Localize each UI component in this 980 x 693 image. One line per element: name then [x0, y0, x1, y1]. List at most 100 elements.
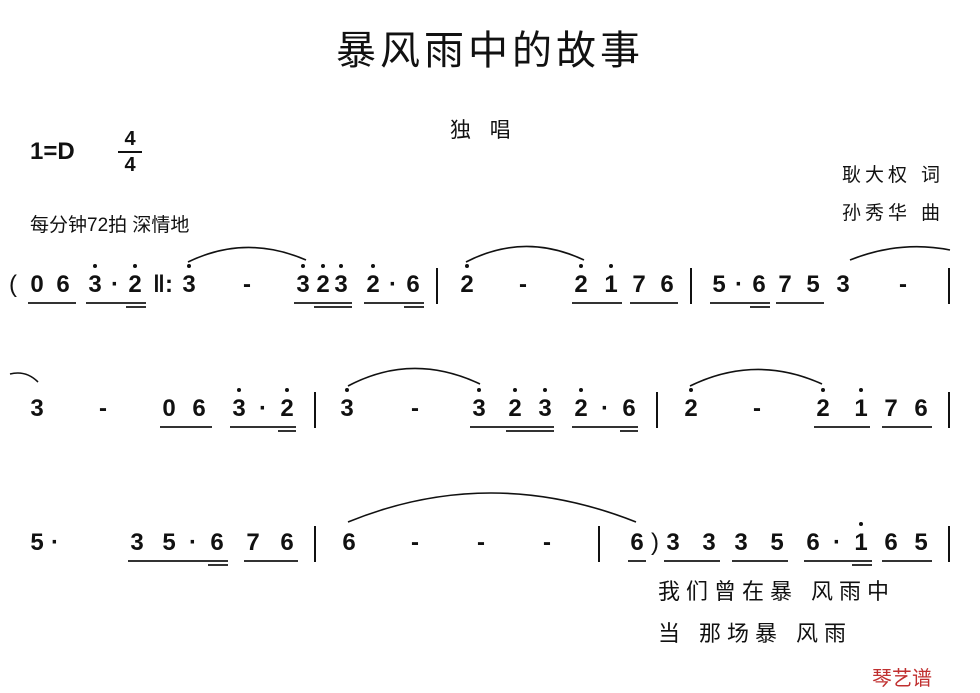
note: 6 — [630, 529, 644, 556]
open-paren: ( — [9, 271, 17, 298]
note: 5 — [30, 529, 44, 556]
key-signature: 1=D — [30, 138, 75, 165]
dash: - — [753, 395, 761, 422]
note: 6 — [342, 529, 356, 556]
lyric-verse-1: 我们曾在暴 风雨中 — [658, 580, 895, 605]
note: 7 — [884, 395, 898, 422]
dash: - — [411, 529, 419, 556]
watermark-logo: 琴艺谱 — [872, 666, 932, 690]
meter-bottom: 4 — [124, 154, 136, 176]
bar-line — [656, 392, 658, 428]
note: 6 — [56, 271, 70, 298]
slur — [187, 246, 307, 263]
score-line-1: ( 0 6 3 · 2 ‖: 3 - 3 2 3 2 · 6 2 - 2 1 7… — [0, 264, 980, 330]
note: 3 — [666, 529, 680, 556]
lyric-verse-2: 当 那场暴 风雨 — [658, 622, 852, 647]
slur — [465, 245, 585, 263]
note: 3 — [182, 271, 196, 298]
note: 6 — [406, 271, 420, 298]
note: 3 — [340, 395, 354, 422]
note: 1 — [604, 271, 618, 298]
meter-top: 4 — [124, 128, 136, 150]
note: 3 — [30, 395, 44, 422]
bar-line — [948, 268, 950, 304]
time-signature: 4 4 — [118, 128, 142, 176]
note: 3 — [538, 395, 552, 422]
note: 3 — [130, 529, 144, 556]
score-line-2: 3 - 0 6 3 · 2 3 - 3 2 3 2 · 6 2 - 2 1 7 … — [0, 388, 980, 454]
augmentation-dot: · — [833, 529, 841, 556]
note: 0 — [162, 395, 176, 422]
slur — [689, 368, 823, 387]
note: 2 — [816, 395, 830, 422]
augmentation-dot: · — [189, 529, 197, 556]
dash: - — [899, 271, 907, 298]
dash: - — [543, 529, 551, 556]
augmentation-dot: · — [111, 271, 119, 298]
note: 2 — [508, 395, 522, 422]
note: 0 — [30, 271, 44, 298]
note: 6 — [210, 529, 224, 556]
close-paren: ) — [651, 529, 659, 556]
note: 6 — [914, 395, 928, 422]
note: 3 — [296, 271, 310, 298]
augmentation-dot: · — [601, 395, 609, 422]
dash: - — [99, 395, 107, 422]
slur — [849, 245, 951, 261]
note: 1 — [854, 529, 868, 556]
note: 5 — [914, 529, 928, 556]
bar-line — [948, 392, 950, 428]
note: 6 — [884, 529, 898, 556]
dash: - — [519, 271, 527, 298]
dash: - — [477, 529, 485, 556]
note: 5 — [806, 271, 820, 298]
score-subtitle: 独 唱 — [450, 118, 517, 142]
note: 7 — [632, 271, 646, 298]
note: 7 — [778, 271, 792, 298]
note: 2 — [316, 271, 330, 298]
note: 3 — [472, 395, 486, 422]
score-line-3: 5 · 3 5 · 6 7 6 6 - - - 6 ) 3 3 3 5 6 · … — [0, 522, 980, 588]
dash: - — [411, 395, 419, 422]
augmentation-dot: · — [389, 271, 397, 298]
slur — [347, 367, 481, 387]
note: 2 — [128, 271, 142, 298]
note: 5 — [712, 271, 726, 298]
note: 2 — [366, 271, 380, 298]
augmentation-dot: · — [735, 271, 743, 298]
bar-line — [314, 526, 316, 562]
note: 5 — [770, 529, 784, 556]
tempo-marking: 每分钟72拍 深情地 — [30, 215, 190, 236]
note: 1 — [854, 395, 868, 422]
note: 7 — [246, 529, 260, 556]
note: 6 — [660, 271, 674, 298]
augmentation-dot: · — [259, 395, 267, 422]
note: 3 — [702, 529, 716, 556]
note: 6 — [806, 529, 820, 556]
augmentation-dot: · — [51, 529, 59, 556]
score-title: 暴风雨中的故事 — [336, 28, 644, 74]
bar-line — [948, 526, 950, 562]
note: 3 — [836, 271, 850, 298]
note: 2 — [280, 395, 294, 422]
note: 3 — [88, 271, 102, 298]
note: 3 — [232, 395, 246, 422]
note: 6 — [192, 395, 206, 422]
bar-line — [690, 268, 692, 304]
slur — [347, 492, 637, 523]
note: 2 — [684, 395, 698, 422]
note: 3 — [734, 529, 748, 556]
lyricist-credit: 耿大权 词 — [842, 164, 945, 186]
bar-line — [598, 526, 600, 562]
note: 6 — [752, 271, 766, 298]
bar-line — [314, 392, 316, 428]
note: 3 — [334, 271, 348, 298]
note: 2 — [574, 271, 588, 298]
note: 5 — [162, 529, 176, 556]
dash: - — [243, 271, 251, 298]
note: 6 — [622, 395, 636, 422]
bar-line — [436, 268, 438, 304]
repeat-start: ‖: — [153, 271, 173, 298]
note: 2 — [574, 395, 588, 422]
composer-credit: 孙秀华 曲 — [842, 202, 945, 224]
